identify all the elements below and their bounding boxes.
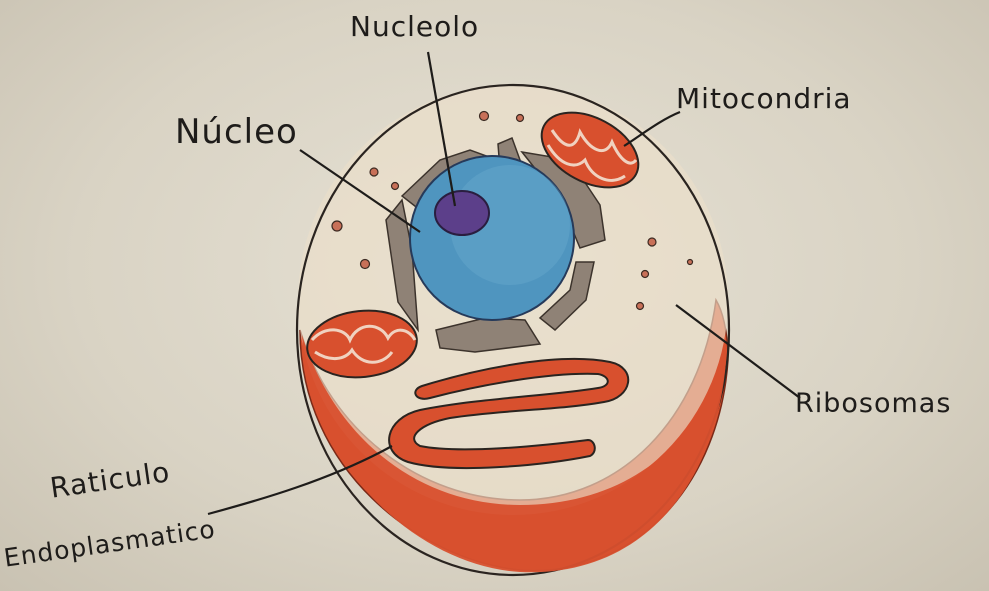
nucleolus bbox=[435, 191, 489, 235]
label-ribosomas: Ribosomas bbox=[795, 388, 951, 419]
label-nucleolo: Nucleolo bbox=[350, 10, 479, 43]
label-mitocondria: Mitocondria bbox=[676, 82, 852, 115]
label-nucleo: Núcleo bbox=[175, 112, 298, 152]
